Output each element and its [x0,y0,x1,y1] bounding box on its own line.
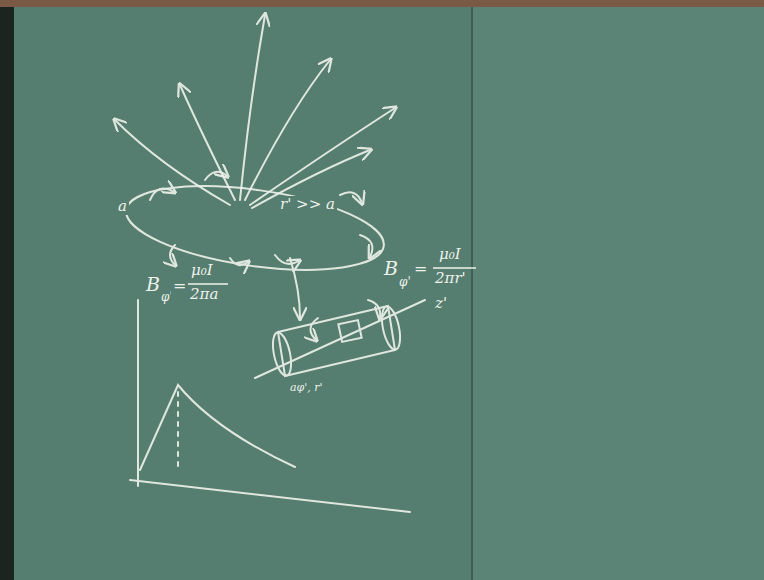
vector-label: aφ', r' [288,382,325,395]
axis-label: z' [433,295,449,312]
cylinder-cap [270,331,295,377]
fraction-bar [433,267,476,269]
board-edge [0,0,14,580]
plot-curve [140,385,295,470]
fraction-bar [187,283,228,285]
radius-label: a [116,198,129,215]
wire-segment [255,300,425,378]
loop-ellipse [121,172,389,283]
circulation-arrow [205,172,227,180]
volume-element [338,320,361,342]
operator: = [171,277,188,295]
circulation-arrow [340,192,362,203]
right-panel [472,0,764,580]
cylinder-body [278,306,395,376]
circulation-arrow [150,188,174,200]
circulation-arrow [170,245,175,265]
plot-axis [137,300,139,486]
subscript: φ' [397,276,413,290]
circulation-arrow [310,318,318,340]
wood-frame [0,0,764,7]
circulation-arrow [368,300,380,318]
panel-seam [471,0,473,580]
field-line [115,120,230,205]
numerator: μ₀I [437,246,463,263]
current-loop [121,172,389,318]
field-plot [130,300,410,512]
cylinder-cap [379,305,404,351]
field-line [180,85,235,200]
circulation-arrow [230,258,248,265]
plot-marker [177,392,179,470]
field-line [250,108,395,205]
field-lines [115,15,395,208]
denominator: 2πa [188,286,220,303]
operator: = [412,260,429,278]
circulation-arrow [360,235,372,257]
numerator: μ₀I [189,262,215,279]
plot-axis [130,480,410,512]
wire-axis [255,300,425,378]
field-line [240,15,265,200]
condition: r' >> a [278,196,337,213]
circulation-arrow [275,255,299,264]
denominator: 2πr' [433,270,468,287]
zoom-arrow [290,258,300,318]
